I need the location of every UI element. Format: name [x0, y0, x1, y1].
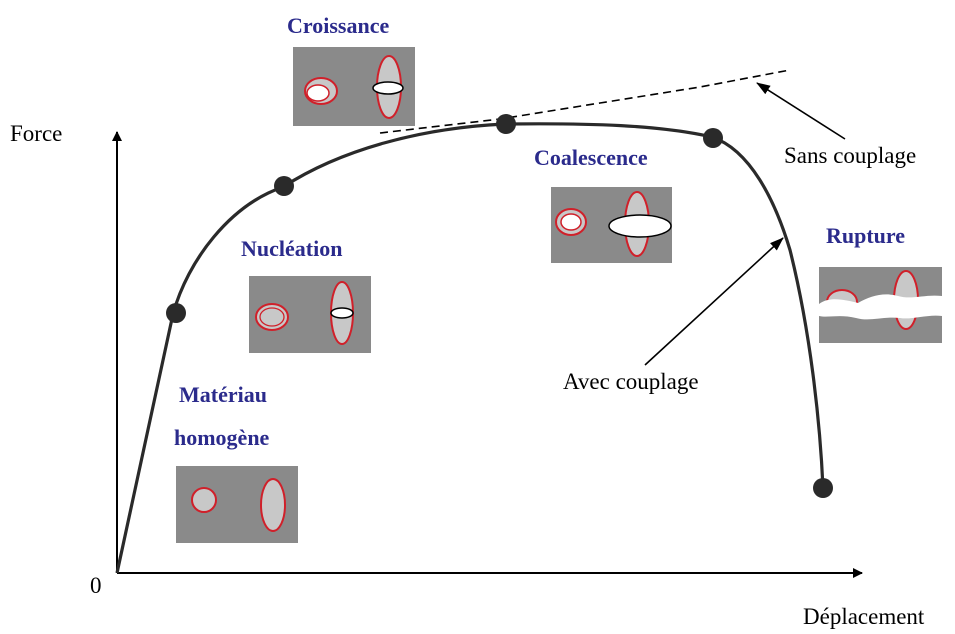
panel-coalescence: [551, 187, 672, 263]
point-rupture: [813, 478, 833, 498]
with-coupling-curve: [115, 122, 825, 574]
title-growth: Croissance: [287, 13, 389, 38]
title-homogeneous-line1: Matériau: [179, 382, 267, 407]
panel-growth: [293, 47, 415, 126]
with-coupling-label: Avec couplage: [563, 369, 699, 394]
panel-nucleation: [249, 276, 371, 353]
with-coupling-arrow: [644, 237, 784, 366]
without-coupling-arrow: [756, 82, 846, 140]
title-rupture: Rupture: [826, 223, 905, 248]
title-nucleation: Nucléation: [241, 236, 342, 261]
point-coalescence-start: [703, 128, 723, 148]
without-coupling-curve: [379, 69, 791, 134]
y-axis-label: Force: [10, 121, 62, 146]
point-growth-start: [274, 176, 294, 196]
panel-homogeneous: [176, 466, 298, 543]
panel-rupture: [819, 267, 942, 343]
point-max-force: [496, 114, 516, 134]
title-coalescence: Coalescence: [534, 145, 648, 170]
without-coupling-label: Sans couplage: [784, 143, 916, 168]
title-homogeneous-line2: homogène: [174, 425, 270, 450]
origin-label: 0: [90, 573, 102, 598]
x-axis-label: Déplacement: [803, 604, 925, 629]
point-nucleation-start: [166, 303, 186, 323]
